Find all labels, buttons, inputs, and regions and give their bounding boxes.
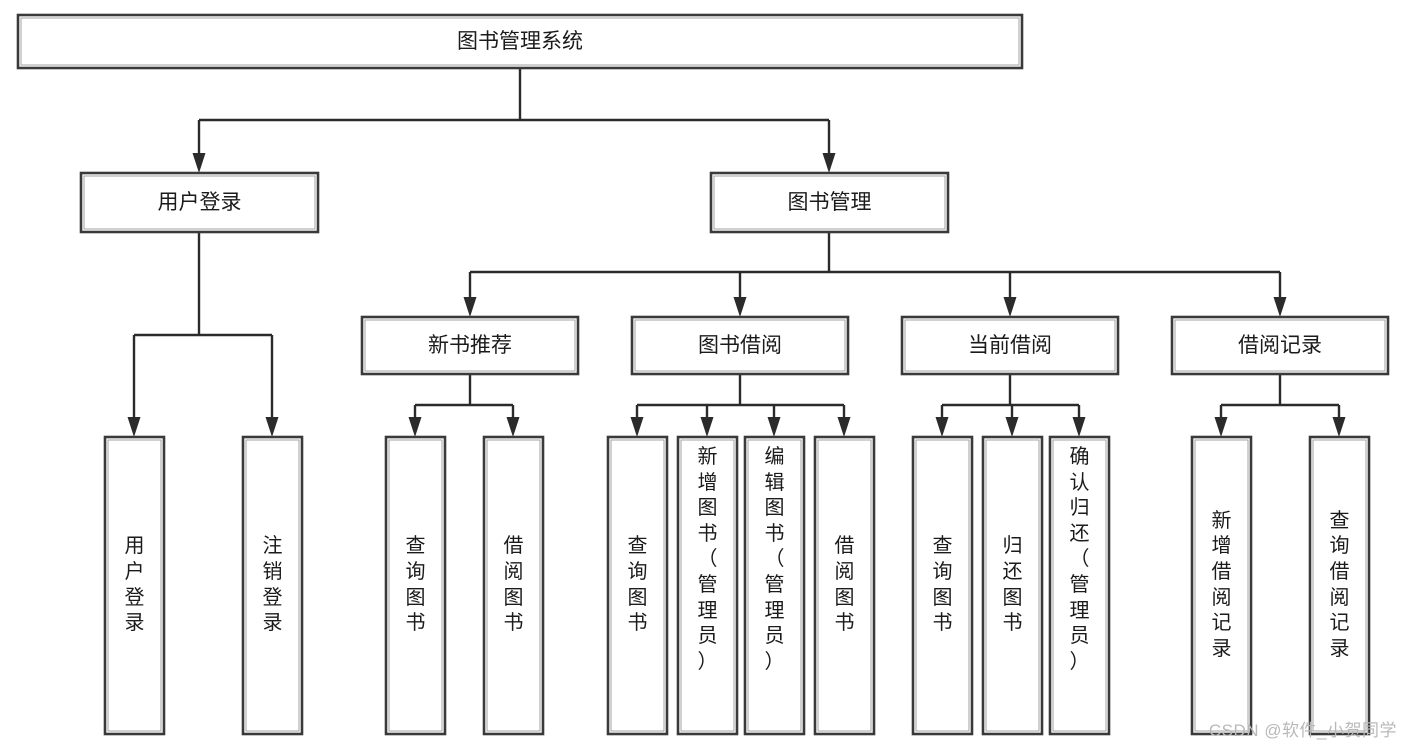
node-box-leaf-borrow-book-1-inner — [486, 439, 541, 732]
edge-manage-split-arrow-0 — [463, 297, 477, 317]
edge-manage-split — [463, 232, 1287, 317]
node-box-new-book-recommend-inner — [364, 319, 576, 372]
node-box-leaf-user-login[interactable] — [103, 435, 166, 736]
node-box-leaf-query-book-3-inner — [915, 439, 970, 732]
edge-root-split — [192, 68, 836, 173]
edge-current-split-arrow-1 — [1005, 417, 1019, 437]
edge-record-split — [1214, 374, 1346, 437]
edge-manage-split-arrow-3 — [1273, 297, 1287, 317]
node-box-layer — [16, 13, 1390, 736]
edge-current-split-arrow-2 — [1072, 417, 1086, 437]
node-box-leaf-add-book[interactable] — [676, 435, 739, 736]
node-box-leaf-query-record-inner — [1312, 439, 1367, 732]
node-box-leaf-borrow-book-2-inner — [817, 439, 872, 732]
node-box-leaf-edit-book[interactable] — [743, 435, 806, 736]
node-box-leaf-query-book-3[interactable] — [911, 435, 974, 736]
node-label-borrow-record: 借阅记录 — [1238, 334, 1322, 357]
edge-borrow-split — [630, 374, 851, 437]
node-box-leaf-borrow-book-2[interactable] — [813, 435, 876, 736]
node-box-leaf-borrow-book-1[interactable] — [482, 435, 545, 736]
node-box-leaf-query-book-2[interactable] — [606, 435, 669, 736]
node-box-borrow-record-inner — [1174, 319, 1386, 372]
node-box-leaf-add-record[interactable] — [1190, 435, 1253, 736]
edge-borrow-split-arrow-1 — [700, 417, 714, 437]
node-label-root: 图书管理系统 — [457, 30, 583, 53]
edge-login-split-arrow-1 — [265, 417, 279, 437]
node-box-leaf-edit-book-inner — [747, 439, 802, 732]
node-label-current-borrow: 当前借阅 — [968, 334, 1052, 357]
edge-manage-split-arrow-1 — [733, 297, 747, 317]
node-box-current-borrow-inner — [904, 319, 1116, 372]
connector-layer — [127, 68, 1346, 437]
node-box-root-inner — [20, 17, 1020, 66]
node-box-leaf-return-book-inner — [985, 439, 1040, 732]
node-box-leaf-logout-inner — [245, 439, 300, 732]
edge-recommend-split-arrow-0 — [408, 417, 422, 437]
node-box-book-borrow[interactable] — [630, 315, 850, 376]
edge-manage-split-arrow-2 — [1003, 297, 1017, 317]
edge-borrow-split-arrow-0 — [630, 417, 644, 437]
node-box-leaf-query-book-1[interactable] — [384, 435, 447, 736]
node-box-leaf-add-record-inner — [1194, 439, 1249, 732]
node-label-new-book-recommend: 新书推荐 — [428, 334, 512, 357]
node-box-book-manage-inner — [713, 175, 946, 230]
node-box-user-login-inner — [83, 175, 316, 230]
node-box-book-borrow-inner — [634, 319, 846, 372]
edge-recommend-split — [408, 374, 520, 437]
node-label-book-manage: 图书管理 — [788, 191, 872, 214]
edge-record-split-arrow-1 — [1332, 417, 1346, 437]
node-box-leaf-query-book-2-inner — [610, 439, 665, 732]
node-box-new-book-recommend[interactable] — [360, 315, 580, 376]
node-box-leaf-confirm-return-inner — [1052, 439, 1107, 732]
node-box-borrow-record[interactable] — [1170, 315, 1390, 376]
node-box-leaf-return-book[interactable] — [981, 435, 1044, 736]
node-box-book-manage[interactable] — [709, 171, 950, 234]
edge-borrow-split-arrow-2 — [767, 417, 781, 437]
node-box-leaf-query-record[interactable] — [1308, 435, 1371, 736]
node-label-book-borrow: 图书借阅 — [698, 334, 782, 357]
node-box-leaf-add-book-inner — [680, 439, 735, 732]
node-box-root[interactable] — [16, 13, 1024, 70]
watermark-text: CSDN @软件_小贺同学 — [1208, 721, 1397, 740]
edge-current-split-arrow-0 — [935, 417, 949, 437]
edge-borrow-split-arrow-3 — [837, 417, 851, 437]
node-box-current-borrow[interactable] — [900, 315, 1120, 376]
node-box-leaf-user-login-inner — [107, 439, 162, 732]
node-box-leaf-confirm-return[interactable] — [1048, 435, 1111, 736]
node-label-user-login: 用户登录 — [158, 191, 242, 214]
edge-recommend-split-arrow-1 — [506, 417, 520, 437]
edge-root-split-arrow-1 — [822, 153, 836, 173]
edge-record-split-arrow-0 — [1214, 417, 1228, 437]
edge-current-split — [935, 374, 1086, 437]
edge-root-split-arrow-0 — [192, 153, 206, 173]
node-box-user-login[interactable] — [79, 171, 320, 234]
node-box-leaf-logout[interactable] — [241, 435, 304, 736]
node-box-leaf-query-book-1-inner — [388, 439, 443, 732]
edge-login-split — [127, 232, 279, 437]
edge-login-split-arrow-0 — [127, 417, 141, 437]
